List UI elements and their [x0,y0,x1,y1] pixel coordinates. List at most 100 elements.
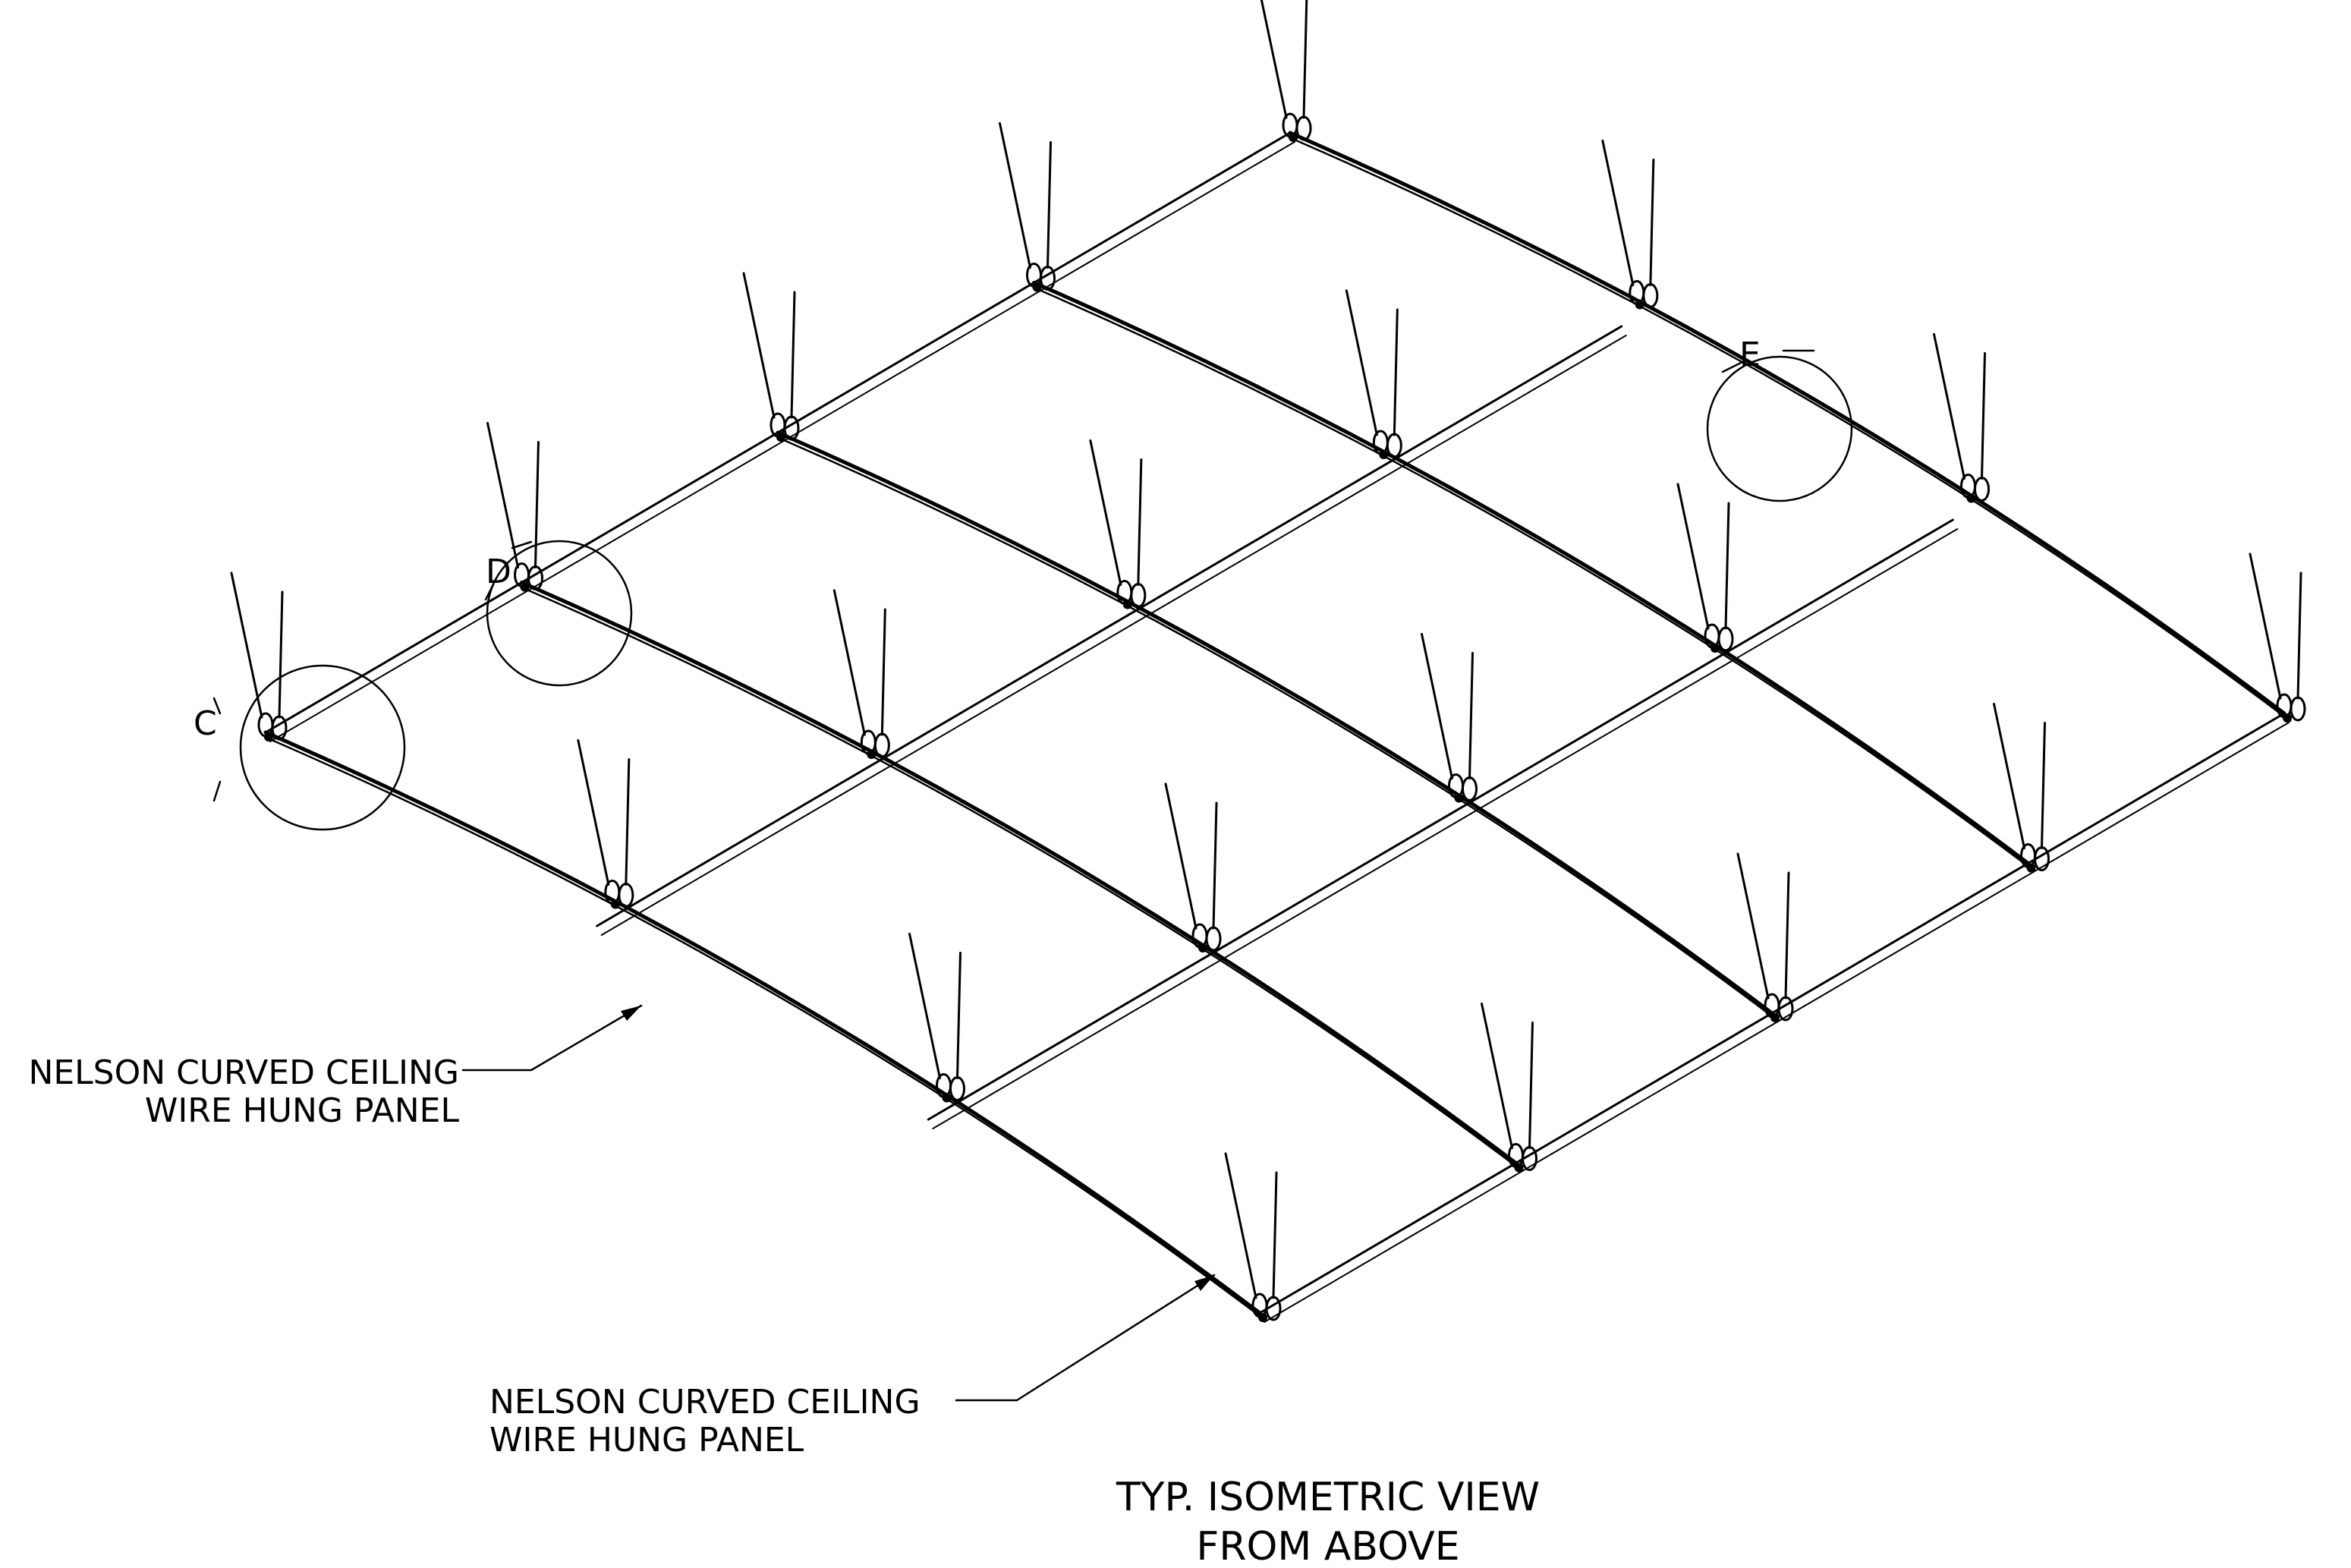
hanger-wire [999,122,1031,269]
straight-rail-edge [932,528,1959,1129]
hanger-clip [1514,1163,1524,1173]
hanger-wire [1046,141,1052,269]
hanger-wire [1164,782,1198,930]
hanger-wire [625,757,631,886]
hanger-wire [1137,458,1143,586]
callout-2-line1: NELSON CURVED CEILING [489,1383,921,1422]
hanger-loop [1717,626,1734,652]
hanger-wire [1302,0,1308,119]
hanger-loop [1642,282,1659,308]
hanger-clip [1966,493,1976,503]
curved-beam [1288,131,2286,716]
hanger-clip [1258,1313,1267,1322]
hanger-loop [618,882,634,908]
hanger-wire [1993,703,2025,849]
straight-rail-edge [269,141,1295,742]
detail-d-marker[interactable]: D [484,540,633,687]
callout-1-line1: NELSON CURVED CEILING [28,1053,459,1092]
hanger-loop [873,732,890,758]
curved-ceiling-panels [263,131,2292,1323]
hanger-wire [1212,801,1218,930]
hanger-wire [1724,502,1730,630]
curved-beam [1032,281,2030,865]
hanger-wire [1224,1152,1257,1299]
curved-beam-edge [527,589,1523,1172]
hanger-wire [1933,332,1965,480]
hanger-wire [742,272,776,419]
hanger-clip [1454,793,1464,803]
hanger-wire [790,291,796,419]
detail-c-marker[interactable]: C [194,664,406,831]
hanger-clip [942,1093,952,1103]
hanger-clip [1635,300,1644,310]
hanger-loop [949,1075,966,1101]
straight-rail [927,518,1954,1121]
hanger-loop [2034,846,2050,871]
hanger-wire [832,589,866,736]
hanger-loop [1386,433,1402,458]
curved-beam-edge [782,439,1780,1022]
hanger-loop [783,415,800,441]
curved-beam-edge [1295,139,2292,723]
hanger-wire [2041,722,2046,849]
hanger-clip [1379,449,1389,459]
hanger-wire [1981,351,1986,480]
hanger-loop [1130,582,1147,608]
straight-rail-edge [600,335,1627,936]
hanger-loop [1974,476,1991,502]
hanger-wire [2296,571,2302,700]
detail-e-label: E [1739,335,1761,374]
hanger-wire [534,441,540,568]
curved-beam [776,430,1774,1015]
hanger-loop [1295,115,1312,141]
hanger-wire [486,422,519,568]
detail-e-marker[interactable]: E [1706,335,1853,502]
hanger-clip [2283,713,2292,723]
hanger-wire [908,932,941,1079]
callout-leader-1 [461,1004,643,1072]
hanger-wire [1089,439,1122,586]
detail-c-label: C [194,704,217,743]
callout-leader-2 [955,1274,1216,1402]
hanger-wire [880,608,886,736]
hanger-loop [1522,1146,1537,1171]
drawing-title-line1: TYP. ISOMETRIC VIEW [1116,1475,1540,1520]
hanger-loop [1462,776,1478,801]
hanger-loop [271,715,288,741]
callout-1-line2: WIRE HUNG PANEL [145,1091,460,1130]
hanger-wire [1601,139,1635,286]
hanger-wire [1528,1022,1534,1149]
curved-beam [263,730,1262,1315]
hanger-wire [1393,308,1399,436]
straight-rail-edge [1264,722,2290,1323]
drawing-title-line2: FROM ABOVE [1196,1524,1459,1568]
hanger-clip [1770,1013,1780,1022]
hanger-wire [1784,871,1790,1000]
hanger-loop [2290,696,2306,722]
hanger-wire [2249,553,2282,700]
curved-beam [520,581,1518,1165]
hanger-loop [1777,996,1794,1022]
hanger-wire [1481,1003,1513,1149]
hanger-wire [1468,651,1474,779]
hanger-clip [264,732,273,741]
hanger-loop [1205,926,1222,952]
hanger-clip [776,433,785,442]
hanger-wire [1421,632,1453,779]
hanger-wire [1260,0,1288,119]
straight-rail [596,325,1623,927]
hanger-wire [1736,852,1770,1000]
hanger-wire [956,951,961,1079]
hanger-clip [610,899,620,909]
hanger-clip [1711,643,1720,653]
hanger-clip [1032,282,1042,292]
hanger-loop [1265,1296,1282,1321]
hanger-wire [577,738,610,886]
hanger-clip [867,749,877,759]
hanger-loop [527,565,543,590]
callout-2-line2: WIRE HUNG PANEL [489,1421,804,1459]
hanger-wire [1272,1171,1278,1299]
hanger-wires [230,0,2306,1322]
hanger-wire [278,590,284,719]
